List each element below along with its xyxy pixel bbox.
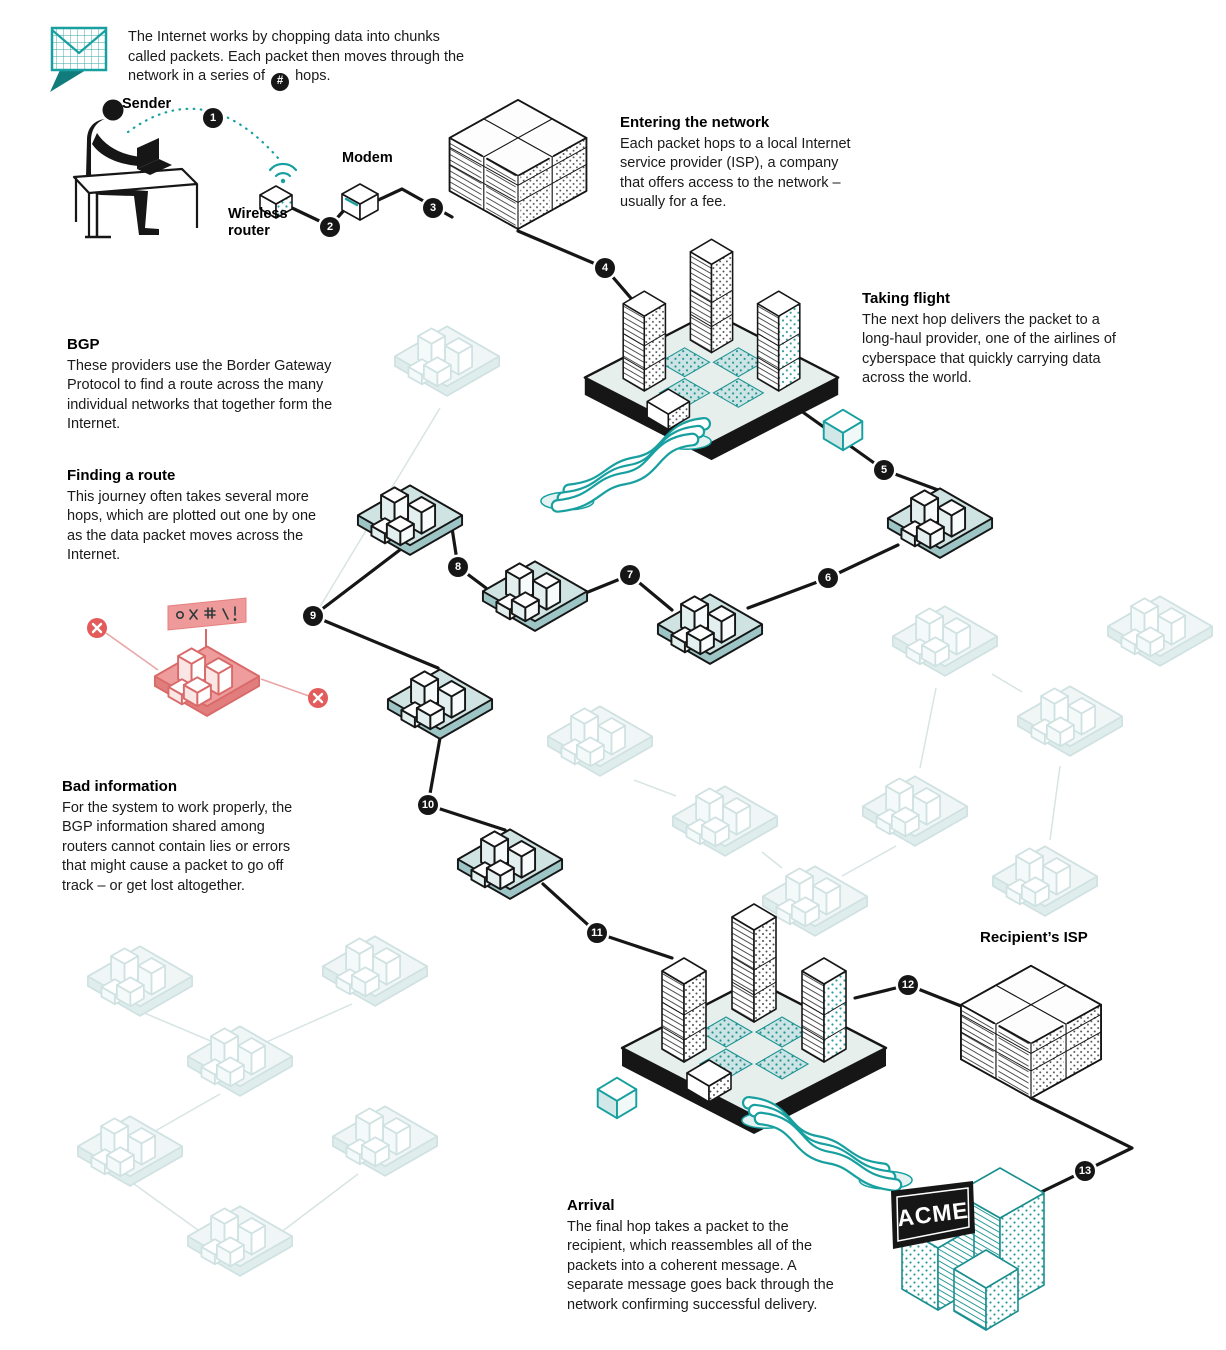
wireless-router-device bbox=[259, 162, 298, 219]
background-node-cluster bbox=[393, 325, 501, 397]
background-node-cluster bbox=[861, 775, 969, 847]
background-node-cluster bbox=[331, 1105, 439, 1177]
packet-box-icon bbox=[822, 408, 864, 452]
section-bad-information: Bad information For the system to work p… bbox=[62, 778, 307, 897]
section-body: For the system to work properly, the BGP… bbox=[62, 799, 293, 894]
section-title: Finding a route bbox=[67, 467, 176, 484]
hop-badge-12: 12 bbox=[898, 975, 918, 995]
hop-badge-2: 2 bbox=[320, 217, 340, 237]
section-body: This journey often takes several more ho… bbox=[67, 488, 317, 564]
route-segment bbox=[998, 1096, 1134, 1214]
intro-text-after: hops. bbox=[295, 68, 331, 85]
router-node-cluster bbox=[656, 593, 764, 665]
hop-badge-13: 13 bbox=[1075, 1161, 1095, 1181]
hop-badge-11: 11 bbox=[587, 923, 607, 943]
hop1-dotted-arc bbox=[126, 107, 280, 160]
route-segment bbox=[541, 882, 674, 960]
section-entering-network: Entering the network Each packet hops to… bbox=[620, 114, 864, 213]
recipient-isp-servers bbox=[961, 966, 1101, 1098]
section-bgp: BGP These providers use the Border Gatew… bbox=[67, 336, 333, 435]
section-title: Recipient’s ISP bbox=[980, 929, 1088, 946]
route-segment bbox=[311, 544, 440, 670]
background-node-cluster bbox=[86, 945, 194, 1017]
intro-text-before: The Internet works by chopping data into… bbox=[128, 29, 465, 85]
section-body: These providers use the Border Gateway P… bbox=[67, 357, 333, 433]
router-node-cluster bbox=[386, 668, 494, 740]
bridge-ramp bbox=[742, 1103, 912, 1189]
section-finding-route: Finding a route This journey often takes… bbox=[67, 467, 321, 566]
background-node-cluster bbox=[546, 705, 654, 777]
longhaul-platform bbox=[583, 238, 840, 462]
router-node-cluster bbox=[886, 487, 994, 559]
section-title: Bad information bbox=[62, 778, 177, 795]
router-node-cluster bbox=[356, 484, 464, 556]
modem-device bbox=[341, 183, 379, 221]
background-node-cluster bbox=[671, 785, 779, 857]
background-node-cluster bbox=[1016, 685, 1124, 757]
hop-badge-3: 3 bbox=[423, 198, 443, 218]
acme-building: ACME bbox=[891, 1167, 1045, 1331]
router-node-clusters bbox=[356, 484, 994, 900]
error-x-icon bbox=[87, 618, 107, 638]
hop-badge-4: 4 bbox=[595, 258, 615, 278]
packet-box-icon bbox=[596, 1076, 638, 1120]
error-x-icon bbox=[308, 688, 328, 708]
hop-badge-6: 6 bbox=[818, 568, 838, 588]
hop-badge-10: 10 bbox=[418, 795, 438, 815]
bad-info-group bbox=[87, 597, 328, 717]
wireless-router-label: Wireless router bbox=[228, 206, 288, 240]
router-node-cluster bbox=[481, 560, 589, 632]
acme-sign: ACME bbox=[891, 1181, 975, 1249]
entry-isp-servers bbox=[450, 100, 587, 229]
wifi-icon bbox=[268, 162, 298, 184]
background-node-cluster bbox=[891, 605, 999, 677]
hop-badge-5: 5 bbox=[874, 460, 894, 480]
envelope-grid-icon bbox=[50, 26, 108, 92]
bad-router-node-cluster bbox=[153, 645, 261, 717]
background-node-cluster bbox=[991, 845, 1099, 917]
hop-badge-7: 7 bbox=[620, 565, 640, 585]
hash-badge-icon: # bbox=[271, 72, 290, 91]
bad-route-sign bbox=[167, 597, 247, 631]
background-node-cluster bbox=[321, 935, 429, 1007]
section-body: The final hop takes a packet to the reci… bbox=[567, 1218, 834, 1313]
background-node-cluster bbox=[761, 865, 869, 937]
sender-label: Sender bbox=[122, 96, 172, 112]
section-title: Entering the network bbox=[620, 114, 770, 131]
hop-badge-8: 8 bbox=[448, 557, 468, 577]
section-taking-flight: Taking flight The next hop delivers the … bbox=[862, 290, 1116, 389]
modem-label: Modem bbox=[342, 150, 393, 166]
route-segment bbox=[426, 736, 507, 832]
hop-badge-9: 9 bbox=[303, 606, 323, 626]
section-body: Each packet hops to a local Internet ser… bbox=[620, 135, 851, 211]
section-title: Arrival bbox=[567, 1197, 615, 1214]
section-body: The next hop delivers the packet to a lo… bbox=[862, 311, 1116, 387]
background-node-cluster bbox=[1106, 595, 1214, 667]
hop-badge-1: 1 bbox=[203, 108, 223, 128]
section-arrival: Arrival The final hop takes a packet to … bbox=[567, 1197, 835, 1316]
section-title: BGP bbox=[67, 336, 100, 353]
background-node-cluster bbox=[76, 1115, 184, 1187]
route-segment bbox=[788, 401, 940, 492]
background-node-cluster bbox=[186, 1205, 294, 1277]
laptop-icon bbox=[137, 138, 172, 175]
section-recipients-isp: Recipient’s ISP bbox=[980, 929, 1160, 950]
bridge-ramp bbox=[541, 424, 711, 510]
section-title: Taking flight bbox=[862, 290, 951, 307]
sender-figure bbox=[72, 99, 199, 239]
intro-text: The Internet works by chopping data into… bbox=[128, 28, 478, 91]
